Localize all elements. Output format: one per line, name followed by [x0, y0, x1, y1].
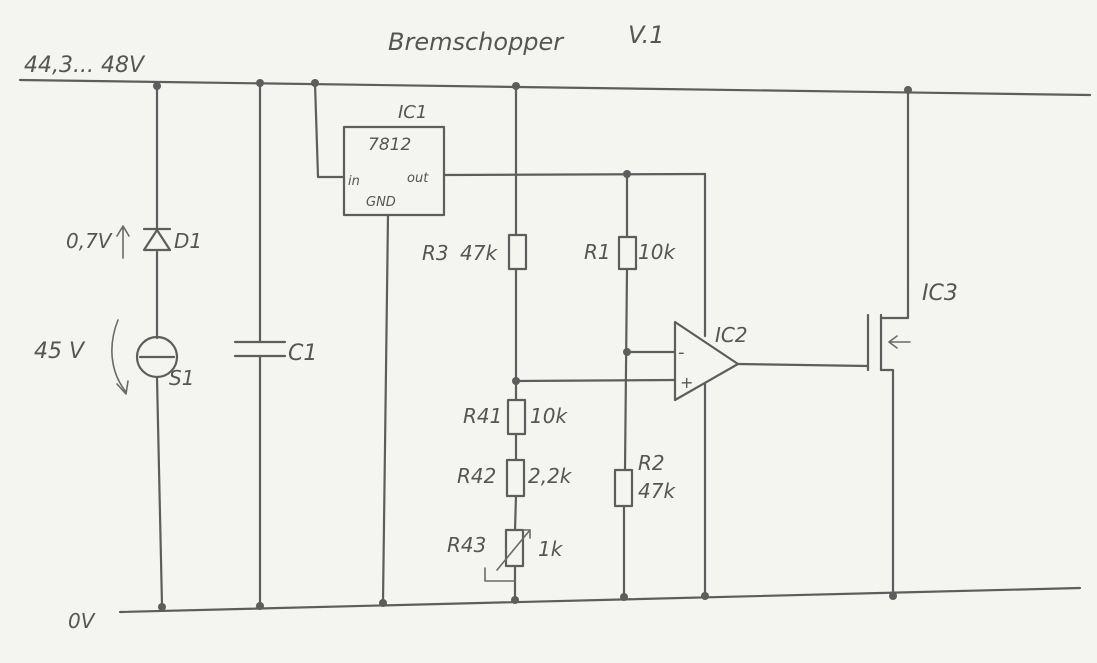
mosfet-name-label: IC3 [922, 281, 958, 306]
diode-source-branch [155, 86, 164, 607]
regulator-name-label: IC1 [398, 102, 427, 123]
r41-name-label: R41 [463, 404, 502, 428]
source-voltage-label: 45 V [34, 339, 86, 364]
source-voltage-arrow [111, 319, 129, 395]
supply-voltage-label: 44,3... 48V [24, 53, 146, 78]
voltage-source-s1 [135, 335, 179, 379]
r2-value-label: 47k [638, 479, 676, 503]
r2-name-label: R2 [638, 451, 665, 475]
diode-d1 [142, 227, 172, 252]
resistor-branch-right [613, 172, 638, 599]
r41-value-label: 10k [530, 404, 568, 428]
source-name-label: S1 [169, 366, 194, 390]
r3-value-label: 47k [460, 241, 498, 265]
r1-value-label: 10k [638, 240, 676, 264]
ground-voltage-label: 0V [68, 609, 96, 633]
mosfet-ic3 [866, 88, 911, 598]
opamp-ic2 [514, 172, 870, 598]
r42-name-label: R42 [457, 464, 496, 488]
diode-name-label: D1 [174, 229, 202, 253]
r3-name-label: R3 [422, 241, 449, 265]
regulator-ic1 [313, 81, 707, 604]
r42-value-label: 2,2k [528, 464, 573, 488]
title: Bremschopper [388, 28, 565, 56]
opamp-minus-label: - [678, 342, 685, 363]
diode-drop-label: 0,7V [66, 229, 113, 253]
opamp-plus-label: + [680, 373, 693, 392]
diode-voltage-arrow [116, 225, 130, 259]
supply-rail [18, 78, 1092, 97]
r43-name-label: R43 [447, 533, 486, 557]
regulator-gnd-pin: GND [366, 195, 396, 210]
opamp-name-label: IC2 [715, 323, 748, 347]
junction-dots [153, 79, 912, 611]
r1-name-label: R1 [584, 240, 611, 264]
version: V.1 [628, 21, 665, 49]
regulator-part-label: 7812 [368, 135, 411, 155]
regulator-in-pin: in [348, 174, 360, 189]
regulator-out-pin: out [407, 171, 429, 186]
capacitor-name-label: C1 [288, 341, 317, 366]
capacitor-c1 [233, 81, 287, 607]
ground-rail [118, 586, 1082, 614]
resistor-branch-left [484, 84, 531, 602]
r43-value-label: 1k [538, 537, 564, 561]
